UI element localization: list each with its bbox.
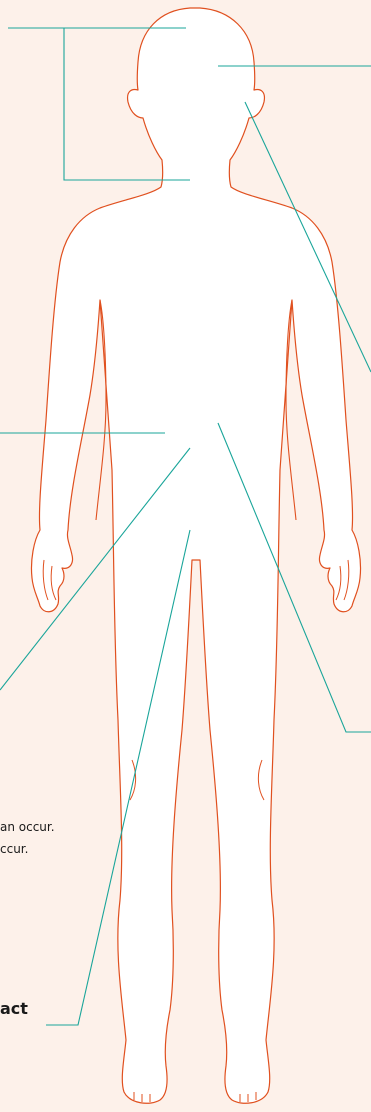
body-silhouette (31, 8, 360, 1103)
callout-label-bold: act (0, 999, 28, 1019)
body-figure (31, 8, 360, 1103)
caption-fragment-2: ccur. (0, 842, 28, 857)
caption-fragment-1: an occur. (0, 820, 55, 835)
